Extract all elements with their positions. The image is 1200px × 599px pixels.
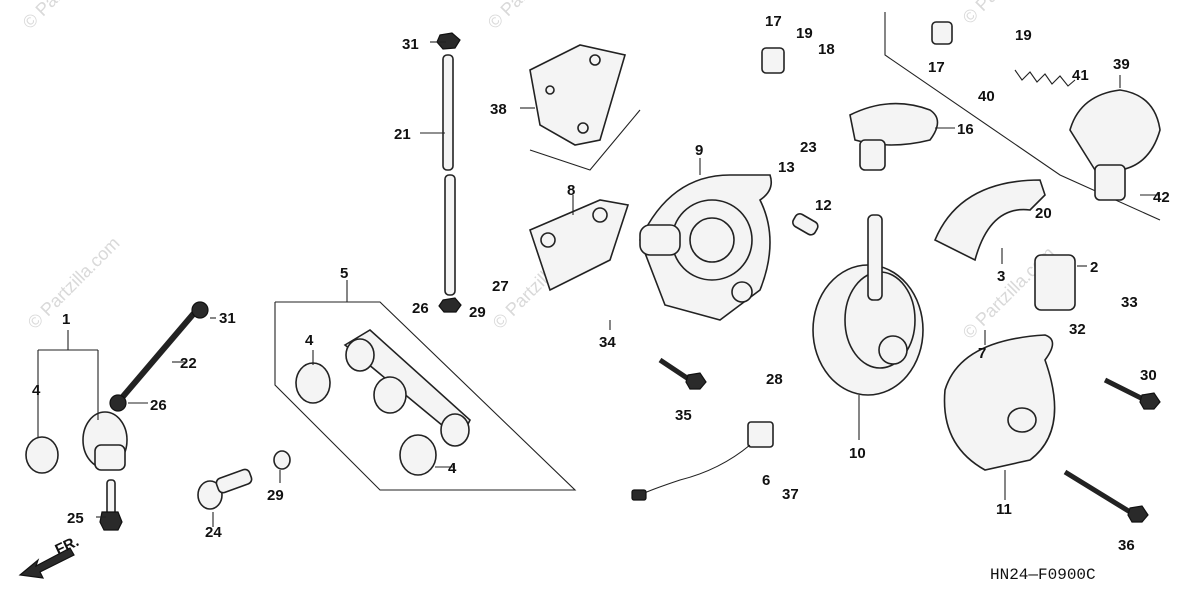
callout-1: 1 bbox=[62, 311, 70, 328]
callout-4: 4 bbox=[32, 382, 41, 399]
front-arrow: FR. bbox=[18, 533, 82, 579]
watermark: © Partzilla.com bbox=[484, 0, 584, 33]
cover-11 bbox=[943, 334, 1056, 471]
callout-22: 22 bbox=[180, 355, 197, 372]
knob-39 bbox=[1069, 89, 1161, 201]
callout-20: 20 bbox=[1035, 205, 1052, 222]
callout-30: 30 bbox=[1140, 367, 1157, 384]
callout-21: 21 bbox=[394, 126, 411, 143]
callout-7: 7 bbox=[978, 345, 986, 362]
callout-35: 35 bbox=[675, 407, 692, 424]
callout-13: 13 bbox=[778, 159, 795, 176]
rod-21 bbox=[436, 32, 462, 313]
group-outline-5 bbox=[274, 301, 577, 491]
callout-9: 9 bbox=[695, 142, 703, 159]
callout-29: 29 bbox=[267, 487, 284, 504]
callout-23: 23 bbox=[800, 139, 817, 156]
callout-6: 6 bbox=[762, 472, 770, 489]
front-arrow-label: FR. bbox=[53, 533, 82, 559]
leader-lines bbox=[96, 41, 1160, 527]
pin-12 bbox=[792, 213, 819, 236]
callout-36: 36 bbox=[1118, 537, 1135, 554]
callout-17: 17 bbox=[765, 13, 782, 30]
drum-10 bbox=[812, 214, 924, 396]
callout-4: 4 bbox=[448, 460, 457, 477]
callout-38: 38 bbox=[490, 101, 507, 118]
callout-31: 31 bbox=[219, 310, 236, 327]
callout-29: 29 bbox=[469, 304, 486, 321]
switch-2 bbox=[1034, 254, 1076, 311]
callout-26: 26 bbox=[150, 397, 167, 414]
callout-33: 33 bbox=[1121, 294, 1138, 311]
callout-19: 19 bbox=[796, 25, 813, 42]
spring-17b bbox=[931, 21, 953, 45]
harness-6 bbox=[631, 421, 774, 501]
watermark: © Partzilla.com bbox=[959, 0, 1059, 28]
callout-16: 16 bbox=[957, 121, 974, 138]
callout-27: 27 bbox=[492, 278, 509, 295]
bracket-8 bbox=[529, 199, 630, 292]
callout-24: 24 bbox=[205, 524, 222, 541]
callout-17: 17 bbox=[928, 59, 945, 76]
callout-26: 26 bbox=[412, 300, 429, 317]
callout-32: 32 bbox=[1069, 321, 1086, 338]
spring-17 bbox=[761, 47, 785, 74]
knob-16 bbox=[849, 102, 939, 171]
watermark: © Partzilla.com bbox=[19, 0, 119, 33]
callout-8: 8 bbox=[567, 182, 575, 199]
callouts: 1 2 3 4 4 4 5 6 7 8 9 10 11 12 13 16 17 … bbox=[32, 13, 1170, 554]
callout-2: 2 bbox=[1090, 259, 1098, 276]
callout-18: 18 bbox=[818, 41, 835, 58]
group-outline-38 bbox=[529, 109, 641, 171]
pin-24 bbox=[197, 450, 291, 510]
callout-10: 10 bbox=[849, 445, 866, 462]
bolt-35 bbox=[658, 357, 707, 390]
callout-28: 28 bbox=[766, 371, 783, 388]
callout-11: 11 bbox=[996, 501, 1012, 518]
callout-31: 31 bbox=[402, 36, 419, 53]
callout-12: 12 bbox=[815, 197, 832, 214]
callout-39: 39 bbox=[1113, 56, 1130, 73]
callout-42: 42 bbox=[1153, 189, 1170, 206]
bolt-36 bbox=[1063, 469, 1149, 523]
housing-9 bbox=[639, 174, 773, 321]
callout-25: 25 bbox=[67, 510, 84, 527]
joint-assembly-1 bbox=[25, 330, 128, 531]
spring-41 bbox=[1014, 69, 1076, 87]
callout-4: 4 bbox=[305, 332, 314, 349]
bolt-30 bbox=[1103, 377, 1161, 410]
linkage-5 bbox=[295, 329, 471, 476]
callout-37: 37 bbox=[782, 486, 799, 503]
watermark: © Partzilla.com bbox=[24, 233, 124, 333]
plate-38 bbox=[529, 44, 627, 146]
bolt-22 bbox=[109, 301, 209, 412]
callout-19: 19 bbox=[1015, 27, 1032, 44]
callout-40: 40 bbox=[978, 88, 995, 105]
diagram-code: HN24—F0900C bbox=[990, 566, 1096, 584]
callout-41: 41 bbox=[1072, 67, 1089, 84]
callout-34: 34 bbox=[599, 334, 616, 351]
callout-5: 5 bbox=[340, 265, 348, 282]
cap-20 bbox=[933, 179, 1046, 262]
callout-3: 3 bbox=[997, 268, 1005, 285]
